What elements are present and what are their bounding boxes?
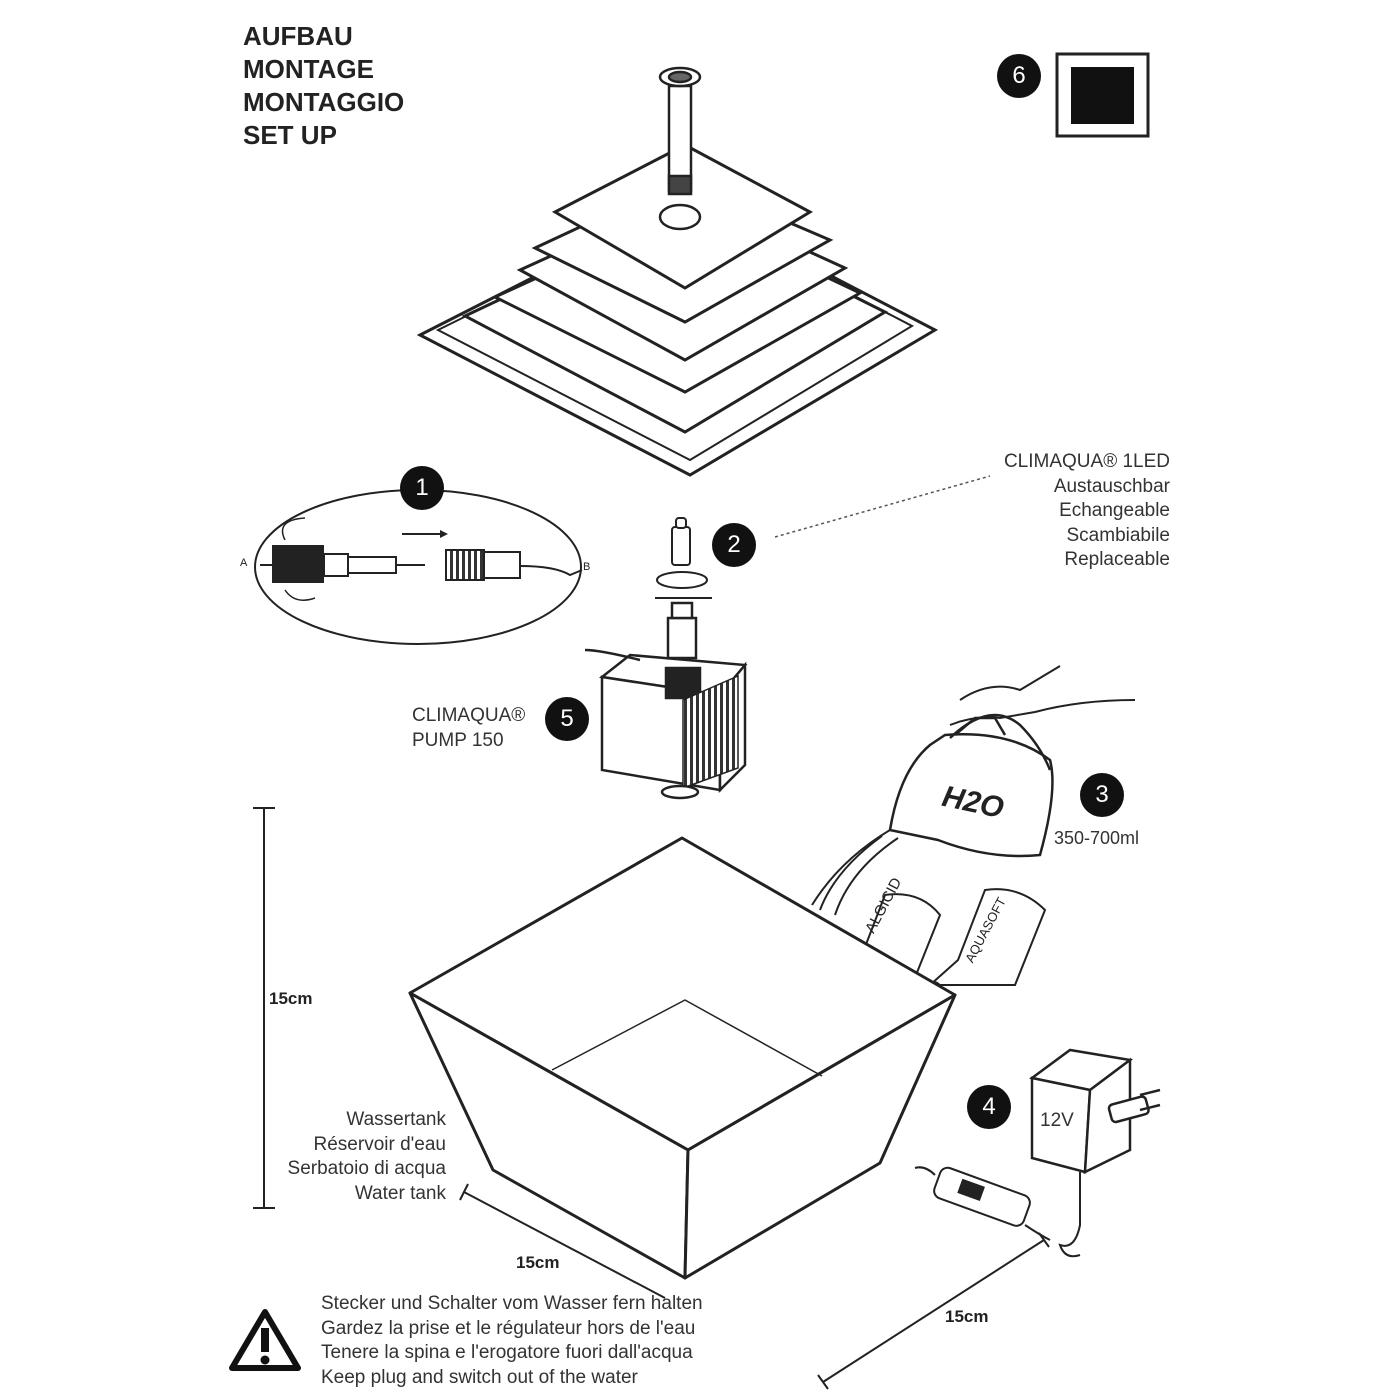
title-line: SET UP bbox=[243, 120, 337, 150]
width-dimension-line bbox=[459, 1183, 666, 1299]
connector-mark-a: A bbox=[240, 557, 248, 569]
height-dimension: 15cm bbox=[269, 989, 313, 1008]
tank-label-line: Serbatoio di acqua bbox=[287, 1158, 446, 1179]
warning-line: Keep plug and switch out of the water bbox=[321, 1366, 638, 1388]
power-cable bbox=[1058, 1172, 1081, 1258]
step-badge-4: 4 bbox=[967, 1085, 1011, 1129]
tank-label-line: Réservoir d'eau bbox=[313, 1133, 446, 1155]
cover-square bbox=[1055, 52, 1150, 138]
page-title: AUFBAU MONTAGE MONTAGGIO SET UP bbox=[243, 20, 404, 152]
jug-icon bbox=[888, 713, 1054, 858]
warning-triangle-icon bbox=[229, 1309, 301, 1371]
title-line: MONTAGE bbox=[243, 54, 374, 84]
warning-line: Gardez la prise et le régulateur hors de… bbox=[321, 1317, 696, 1339]
water-tank bbox=[408, 836, 957, 1280]
led-bulb bbox=[655, 517, 712, 599]
warning-line: Tenere la spina e l'erogatore fuori dall… bbox=[321, 1342, 693, 1363]
step-badge-6: 6 bbox=[997, 54, 1041, 98]
adapter-voltage: 12V bbox=[1040, 1110, 1074, 1131]
width-dimension: 15cm bbox=[516, 1253, 560, 1272]
water-amount: 350-700ml bbox=[1054, 828, 1140, 848]
pump bbox=[584, 601, 748, 800]
height-dimension-line bbox=[253, 807, 275, 1209]
depth-dimension-line bbox=[817, 1232, 1050, 1390]
connector-mark-b: B bbox=[583, 561, 591, 573]
title-line: AUFBAU bbox=[243, 21, 353, 51]
led-label-line: Austauschbar bbox=[1053, 475, 1170, 497]
led-label-line: Echangeable bbox=[1059, 500, 1170, 521]
led-label-line: CLIMAQUA® 1LED bbox=[1003, 451, 1170, 472]
step-badge-3: 3 bbox=[1080, 773, 1124, 817]
led-label: CLIMAQUA® 1LED Austauschbar Echangeable … bbox=[1004, 450, 1170, 573]
led-label-line: Replaceable bbox=[1064, 549, 1170, 570]
tank-label-line: Water tank bbox=[354, 1182, 446, 1204]
water-stream bbox=[811, 829, 899, 916]
depth-dimension: 15cm bbox=[945, 1307, 989, 1326]
warning-text: Stecker und Schalter vom Wasser fern hal… bbox=[321, 1292, 703, 1390]
tank-label: Wassertank Réservoir d'eau Serbatoio di … bbox=[288, 1108, 446, 1206]
step-badge-2: 2 bbox=[712, 523, 756, 567]
title-line: MONTAGGIO bbox=[243, 87, 405, 117]
warning-line: Stecker und Schalter vom Wasser fern hal… bbox=[321, 1293, 703, 1314]
led-leader-line bbox=[774, 475, 991, 538]
switch-icon bbox=[914, 1166, 1051, 1241]
nozzle-tube bbox=[658, 66, 702, 231]
pump-label-line: PUMP 150 bbox=[412, 730, 504, 751]
tank-label-line: Wassertank bbox=[346, 1109, 446, 1130]
pyramid-layers bbox=[416, 143, 939, 477]
step-badge-5: 5 bbox=[545, 697, 589, 741]
pump-label: CLIMAQUA® PUMP 150 bbox=[412, 703, 525, 753]
hand-icon bbox=[949, 665, 1136, 726]
led-label-line: Scambiabile bbox=[1066, 524, 1171, 546]
step-badge-1: 1 bbox=[400, 466, 444, 510]
connector-detail bbox=[254, 489, 583, 645]
plug-adapter-icon bbox=[1029, 1048, 1161, 1175]
pump-label-line: CLIMAQUA® bbox=[412, 705, 526, 726]
